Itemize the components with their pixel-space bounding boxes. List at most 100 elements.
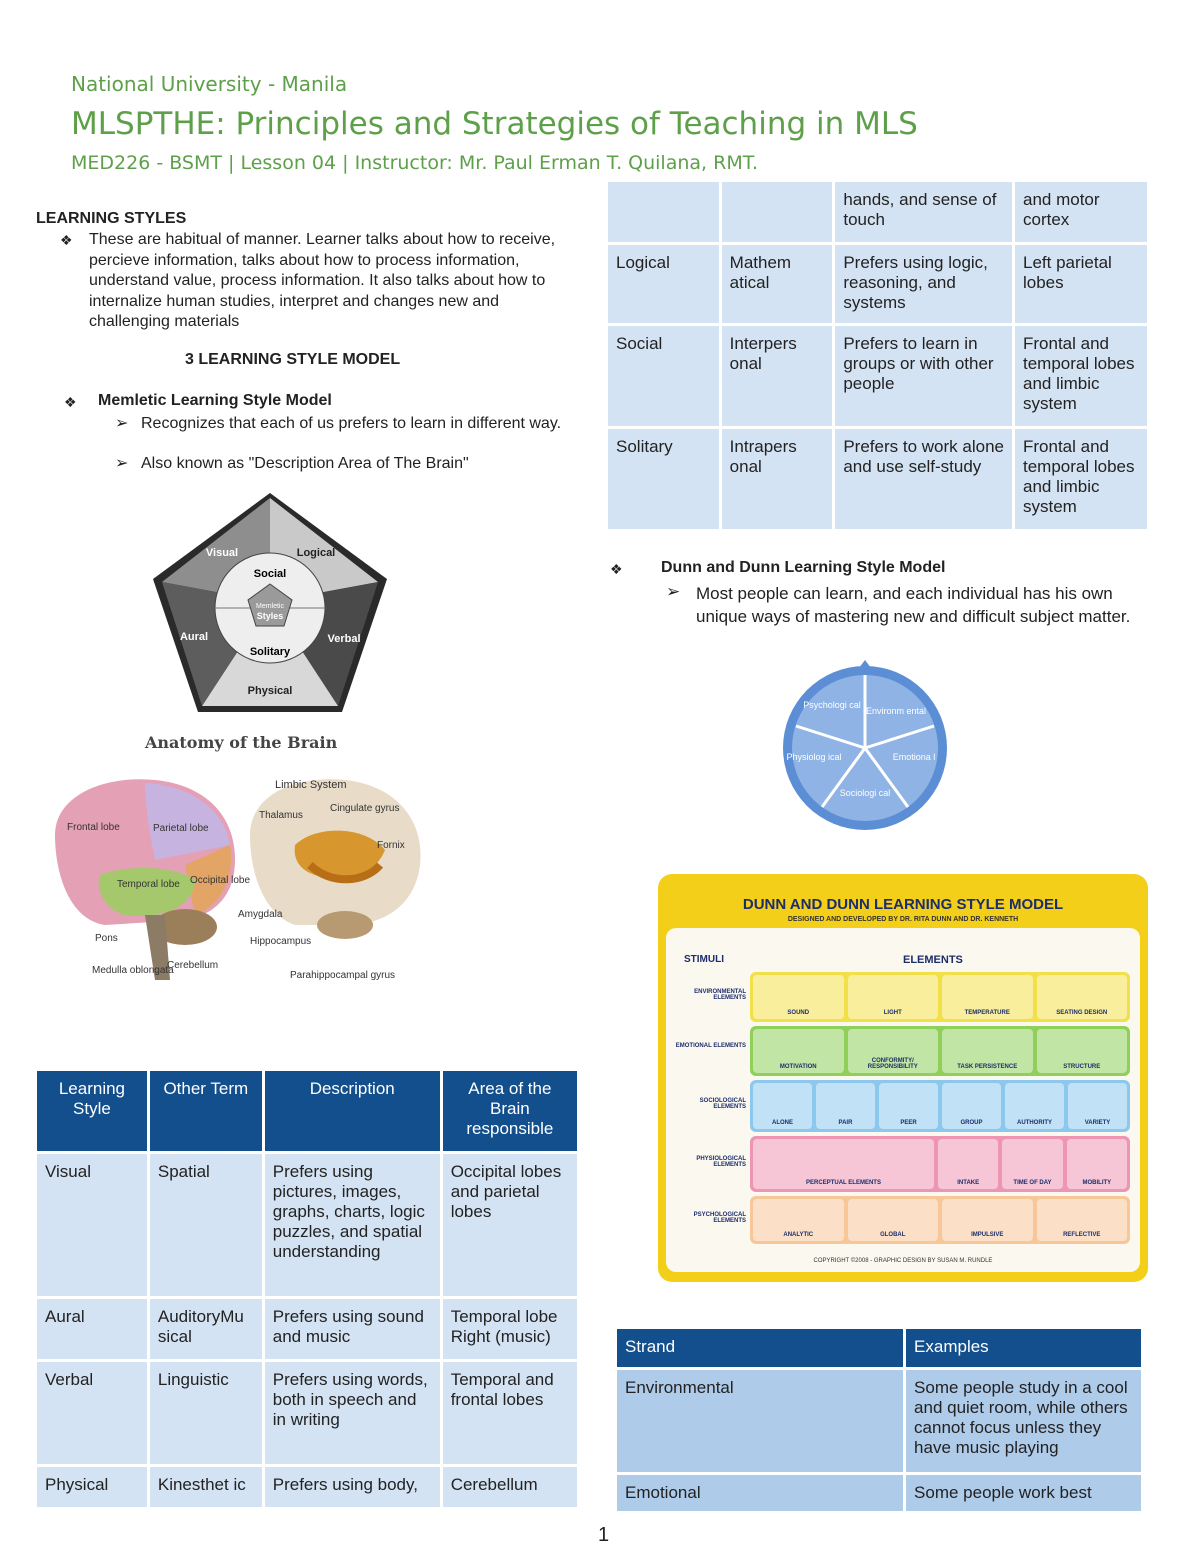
arrow-bullet-icon: ➢ xyxy=(666,582,681,601)
memletic-diagram: Social Solitary Memletic Styles Visual L… xyxy=(153,493,387,712)
stimuli-header: STIMULI xyxy=(684,954,724,965)
physical-label: Physical xyxy=(248,685,293,697)
dunn-cycle-diagram: Psychologi cal Environm ental Emotiona l… xyxy=(783,660,947,830)
chart-title: DUNN AND DUNN LEARNING STYLE MODEL xyxy=(742,896,1064,913)
table-row: Physical Kinesthet ic Prefers using body… xyxy=(37,1467,577,1507)
element-cell: GROUP xyxy=(942,1083,1001,1129)
table-row: Aural AuditoryMu sical Prefers using sou… xyxy=(37,1299,577,1359)
svg-text:Temporal lobe: Temporal lobe xyxy=(117,879,180,890)
logical-label: Logical xyxy=(297,547,336,559)
table-row: Environmental Some people study in a coo… xyxy=(617,1370,1141,1472)
page-number: 1 xyxy=(598,1524,610,1546)
element-cell: TEMPERATURE xyxy=(942,975,1033,1019)
brain-figure-title: Anatomy of the Brain xyxy=(145,733,338,752)
svg-text:Environm ental: Environm ental xyxy=(866,706,926,716)
stimulus-label: SOCIOLOGICAL ELEMENTS xyxy=(699,1098,746,1110)
university-name: National University - Manila xyxy=(71,72,348,96)
svg-text:Cerebellum: Cerebellum xyxy=(167,960,218,971)
svg-text:Pons: Pons xyxy=(95,933,118,944)
chart-copyright: COPYRIGHT ©2008 - GRAPHIC DESIGN BY SUSA… xyxy=(813,1258,993,1264)
dunn-strand-table: Strand Examples Environmental Some peopl… xyxy=(614,1326,1144,1514)
element-cell: PAIR xyxy=(816,1083,875,1129)
table-row: Solitary Intrapers onal Prefers to work … xyxy=(608,429,1147,529)
svg-text:Hippocampus: Hippocampus xyxy=(250,936,311,947)
column-header: Description xyxy=(264,1071,440,1151)
svg-text:Cingulate gyrus: Cingulate gyrus xyxy=(330,803,399,814)
dunn-point: Most people can learn, and each individu… xyxy=(696,584,1131,626)
column-header: Area of the Brain responsible xyxy=(442,1071,577,1151)
memletic-point: Recognizes that each of us prefers to le… xyxy=(141,415,562,432)
brain-anatomy-illustration: Frontal lobe Parietal lobe Temporal lobe… xyxy=(55,779,421,981)
element-cell: LIGHT xyxy=(847,975,938,1019)
diamond-bullet-icon: ❖ xyxy=(610,561,623,577)
learning-styles-heading: LEARNING STYLES xyxy=(36,210,187,227)
stimulus-label: PSYCHOLOGICAL ELEMENTS xyxy=(693,1212,746,1224)
visual-label: Visual xyxy=(206,547,238,559)
svg-text:Occipital lobe: Occipital lobe xyxy=(190,875,250,886)
table-row: Social Interpers onal Prefers to learn i… xyxy=(608,326,1147,426)
model-heading: 3 LEARNING STYLE MODEL xyxy=(185,351,401,368)
learning-style-table: Learning Style Other Term Description Ar… xyxy=(34,1068,580,1510)
svg-text:Parietal lobe: Parietal lobe xyxy=(153,823,209,834)
center-label: Styles xyxy=(257,611,284,621)
svg-text:Parahippocampal gyrus: Parahippocampal gyrus xyxy=(290,970,395,981)
memletic-title: Memletic Learning Style Model xyxy=(98,392,332,409)
solitary-label: Solitary xyxy=(250,646,291,658)
verbal-label: Verbal xyxy=(327,633,360,645)
element-cell: ALONE xyxy=(753,1083,812,1129)
element-cell: VARIETY xyxy=(1068,1083,1127,1129)
svg-text:Physiolog ical: Physiolog ical xyxy=(786,752,841,762)
stimulus-label: PHYSIOLOGICAL ELEMENTS xyxy=(696,1156,746,1168)
column-header: Other Term xyxy=(149,1071,262,1151)
table-row: Verbal Linguistic Prefers using words, b… xyxy=(37,1362,577,1464)
dunn-title: Dunn and Dunn Learning Style Model xyxy=(661,559,946,576)
diamond-bullet-icon: ❖ xyxy=(60,232,73,248)
svg-text:Medulla oblongata: Medulla oblongata xyxy=(92,965,174,976)
arrow-bullet-icon: ➢ xyxy=(115,455,129,472)
social-label: Social xyxy=(254,568,286,580)
element-cell: INTAKE xyxy=(938,1139,999,1189)
element-cell: MOBILITY xyxy=(1066,1139,1127,1189)
element-cell: AUTHORITY xyxy=(1005,1083,1064,1129)
svg-text:Emotiona l: Emotiona l xyxy=(893,752,936,762)
element-cell: IMPULSIVE xyxy=(942,1199,1033,1241)
table-row: Emotional Some people work best xyxy=(617,1475,1141,1511)
stimulus-label: EMOTIONAL ELEMENTS xyxy=(675,1043,746,1049)
column-header: Learning Style xyxy=(37,1071,147,1151)
svg-text:Fornix: Fornix xyxy=(377,840,405,851)
chart-subtitle: DESIGNED AND DEVELOPED BY DR. RITA DUNN … xyxy=(787,916,1019,923)
element-cell: CONFORMITY/ RESPONSIBILITY xyxy=(847,1029,938,1073)
column-header: Strand xyxy=(617,1329,904,1367)
element-cell: TASK PERSISTENCE xyxy=(942,1029,1033,1073)
element-cell: MOTIVATION xyxy=(753,1029,844,1073)
stimulus-label: ENVIRONMENTAL ELEMENTS xyxy=(694,989,746,1001)
element-cell: STRUCTURE xyxy=(1036,1029,1127,1073)
svg-text:Limbic System: Limbic System xyxy=(275,779,347,791)
svg-text:Frontal lobe: Frontal lobe xyxy=(67,822,120,833)
table-row: Logical Mathem atical Prefers using logi… xyxy=(608,245,1147,323)
svg-text:Sociologi cal: Sociologi cal xyxy=(840,788,891,798)
element-cell: SEATING DESIGN xyxy=(1036,975,1127,1019)
element-cell: ANALYTIC xyxy=(753,1199,844,1241)
element-cell: PEER xyxy=(879,1083,938,1129)
svg-text:Thalamus: Thalamus xyxy=(259,810,303,821)
aural-label: Aural xyxy=(180,631,208,643)
dunn-model-chart: DUNN AND DUNN LEARNING STYLE MODEL DESIG… xyxy=(658,874,1148,1282)
learning-styles-text: These are habitual of manner. Learner ta… xyxy=(89,231,556,330)
element-cell: TIME OF DAY xyxy=(1002,1139,1063,1189)
svg-text:Psychologi cal: Psychologi cal xyxy=(803,700,861,710)
element-cell: REFLECTIVE xyxy=(1036,1199,1127,1241)
element-cell: PERCEPTUAL ELEMENTS xyxy=(753,1139,934,1189)
center-label: Memletic xyxy=(256,603,285,610)
table-row: hands, and sense of touch and motor cort… xyxy=(608,182,1147,242)
course-subtitle: MED226 - BSMT | Lesson 04 | Instructor: … xyxy=(71,152,759,174)
elements-header: ELEMENTS xyxy=(903,954,963,966)
column-header: Examples xyxy=(906,1329,1141,1367)
diamond-bullet-icon: ❖ xyxy=(64,394,77,410)
learning-style-table-continued: hands, and sense of touch and motor cort… xyxy=(605,179,1150,532)
